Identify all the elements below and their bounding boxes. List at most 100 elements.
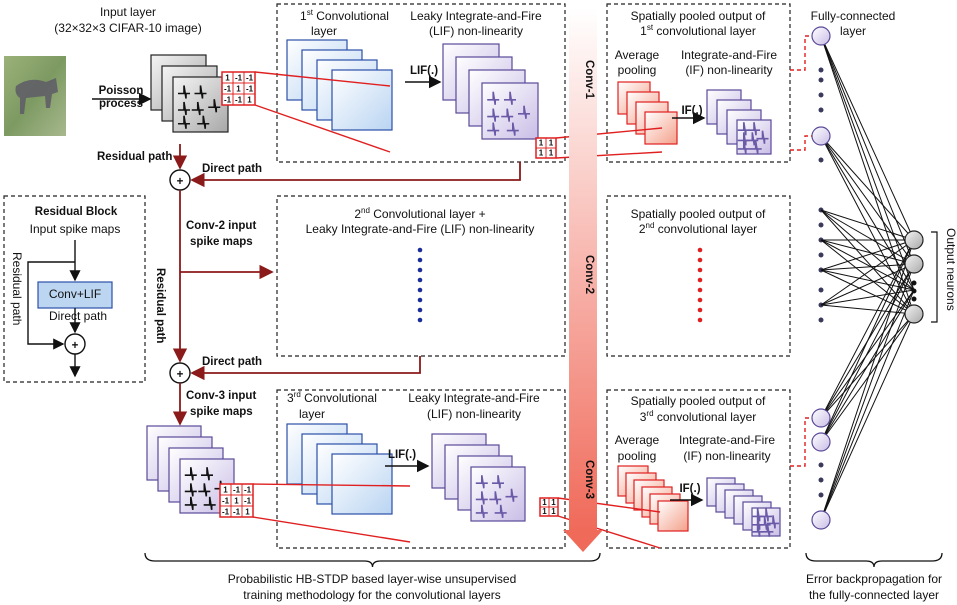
conv2-dot — [417, 307, 423, 313]
pool1-if-op: IF(.) — [681, 105, 702, 117]
fc-dot — [818, 477, 824, 483]
fc-dot — [818, 77, 824, 83]
pool1-if-2: (IF) non-linearity — [685, 63, 772, 77]
fc-link-1 — [790, 35, 812, 71]
pool2-dot — [697, 277, 703, 283]
conv2-dot — [417, 257, 423, 263]
kernel-input-value: 1 — [225, 73, 230, 82]
kernel-input-value: -1 — [246, 73, 254, 82]
conv3-input-maps — [146, 425, 235, 514]
fc-connection — [820, 135, 915, 241]
fc-connection — [820, 239, 915, 265]
dashed-boxes: + — [3, 3, 791, 549]
sum-node-2-plus: + — [177, 369, 184, 381]
output-neuron — [904, 230, 924, 250]
fc-title-1: Fully-connected — [811, 9, 896, 23]
conv3-lif-maps — [431, 433, 526, 522]
fc-connection — [820, 239, 915, 271]
fc-dot — [818, 492, 824, 498]
conv3-lif-1: Leaky Integrate-and-Fire — [408, 391, 540, 405]
kernel-conv3-value: -1 — [222, 507, 230, 516]
footer-left-1: Probabilistic HB-STDP based layer-wise u… — [228, 572, 517, 586]
kernel-conv1-value: 1 — [539, 139, 544, 148]
fc-dot — [818, 287, 824, 293]
kernel-input-cell — [243, 93, 256, 106]
spike-icon — [178, 101, 190, 116]
fc-dot — [818, 67, 824, 73]
stage-label-conv1: Conv-1 — [583, 60, 595, 100]
conv2-input-2: spike maps — [190, 236, 253, 248]
pool3-if-2: (IF) non-linearity — [683, 449, 770, 463]
spike-icon — [518, 105, 530, 119]
fc-connection — [820, 239, 915, 315]
fc-input-neuron — [811, 126, 831, 146]
output-neuron — [904, 254, 924, 274]
fc-connection — [820, 263, 915, 271]
pool2-dot — [697, 257, 703, 263]
input-image — [4, 56, 66, 136]
spike-icon — [746, 132, 759, 146]
conv3-feature-maps — [286, 423, 393, 515]
conv3-title: 3rd Convolutional — [287, 390, 377, 405]
kernel-conv3-value: -1 — [244, 485, 252, 494]
connections: ++ — [92, 71, 943, 568]
pool1-if-maps — [706, 89, 772, 155]
spike-icon — [767, 515, 779, 529]
fc-connection — [820, 263, 915, 443]
conv2-title-1: 2nd Convolutional layer + — [354, 206, 485, 221]
kernel-input-value: -1 — [224, 84, 232, 93]
pool3-title-2: 3rd convolutional layer — [640, 409, 757, 424]
kernel-conv3-value: -1 — [233, 485, 241, 494]
brace-left — [144, 552, 601, 568]
footer-right-1: Error backpropagation for — [806, 572, 942, 586]
conv3-input-2: spike maps — [190, 406, 253, 418]
spike-icon — [487, 122, 500, 136]
pool2-dot — [697, 307, 703, 313]
pool3-avg-maps — [617, 465, 689, 532]
fc-title-2: layer — [840, 24, 866, 38]
fc-connection — [820, 289, 915, 521]
sum-node-1-plus: + — [177, 176, 184, 188]
spike-icon — [494, 504, 507, 519]
pool1-box — [606, 3, 791, 163]
receptive-field-line — [254, 104, 391, 153]
fc-connection — [820, 289, 915, 306]
conv1-lif-2: (LIF) non-linearity — [429, 24, 523, 38]
output-dot — [911, 288, 917, 294]
pool3-if-op: IF(.) — [679, 483, 700, 495]
conv2-dot — [417, 277, 423, 283]
spike-icon — [756, 130, 769, 144]
fc-connection — [820, 209, 915, 241]
fc-connection — [820, 239, 915, 306]
spike-icon — [489, 491, 502, 505]
pool2-dot — [697, 297, 703, 303]
fc-connection — [820, 35, 915, 241]
spike-icon — [198, 483, 211, 497]
spike-icon — [506, 122, 519, 136]
fc-connection — [820, 313, 915, 521]
conv2-dot — [417, 267, 423, 273]
conv3-title-2: layer — [299, 407, 325, 421]
conv3-input-1: Conv-3 input — [186, 390, 256, 402]
fc-dot — [818, 252, 824, 258]
conv1-lif-op: LIF(.) — [410, 65, 438, 77]
fc-connection — [820, 239, 915, 419]
kernel-conv3-value: 1 — [223, 485, 228, 494]
residual-block-conv: Conv+LIF — [49, 287, 101, 301]
rb-sum-plus: + — [72, 340, 79, 352]
fc-connection — [820, 135, 915, 265]
pool2-box — [606, 195, 791, 357]
pool2-dot — [697, 287, 703, 293]
spike-icon — [501, 108, 514, 122]
spike-icon — [751, 523, 764, 537]
spike-icon — [194, 85, 207, 99]
spike-icon — [184, 483, 197, 497]
pool3-title-1: Spatially pooled output of — [631, 394, 766, 408]
spike-icon — [475, 491, 488, 505]
spike-icon — [191, 101, 204, 116]
residual-block: + — [27, 240, 113, 378]
direct-path-2 — [190, 356, 421, 381]
receptive-field-line — [254, 71, 391, 87]
